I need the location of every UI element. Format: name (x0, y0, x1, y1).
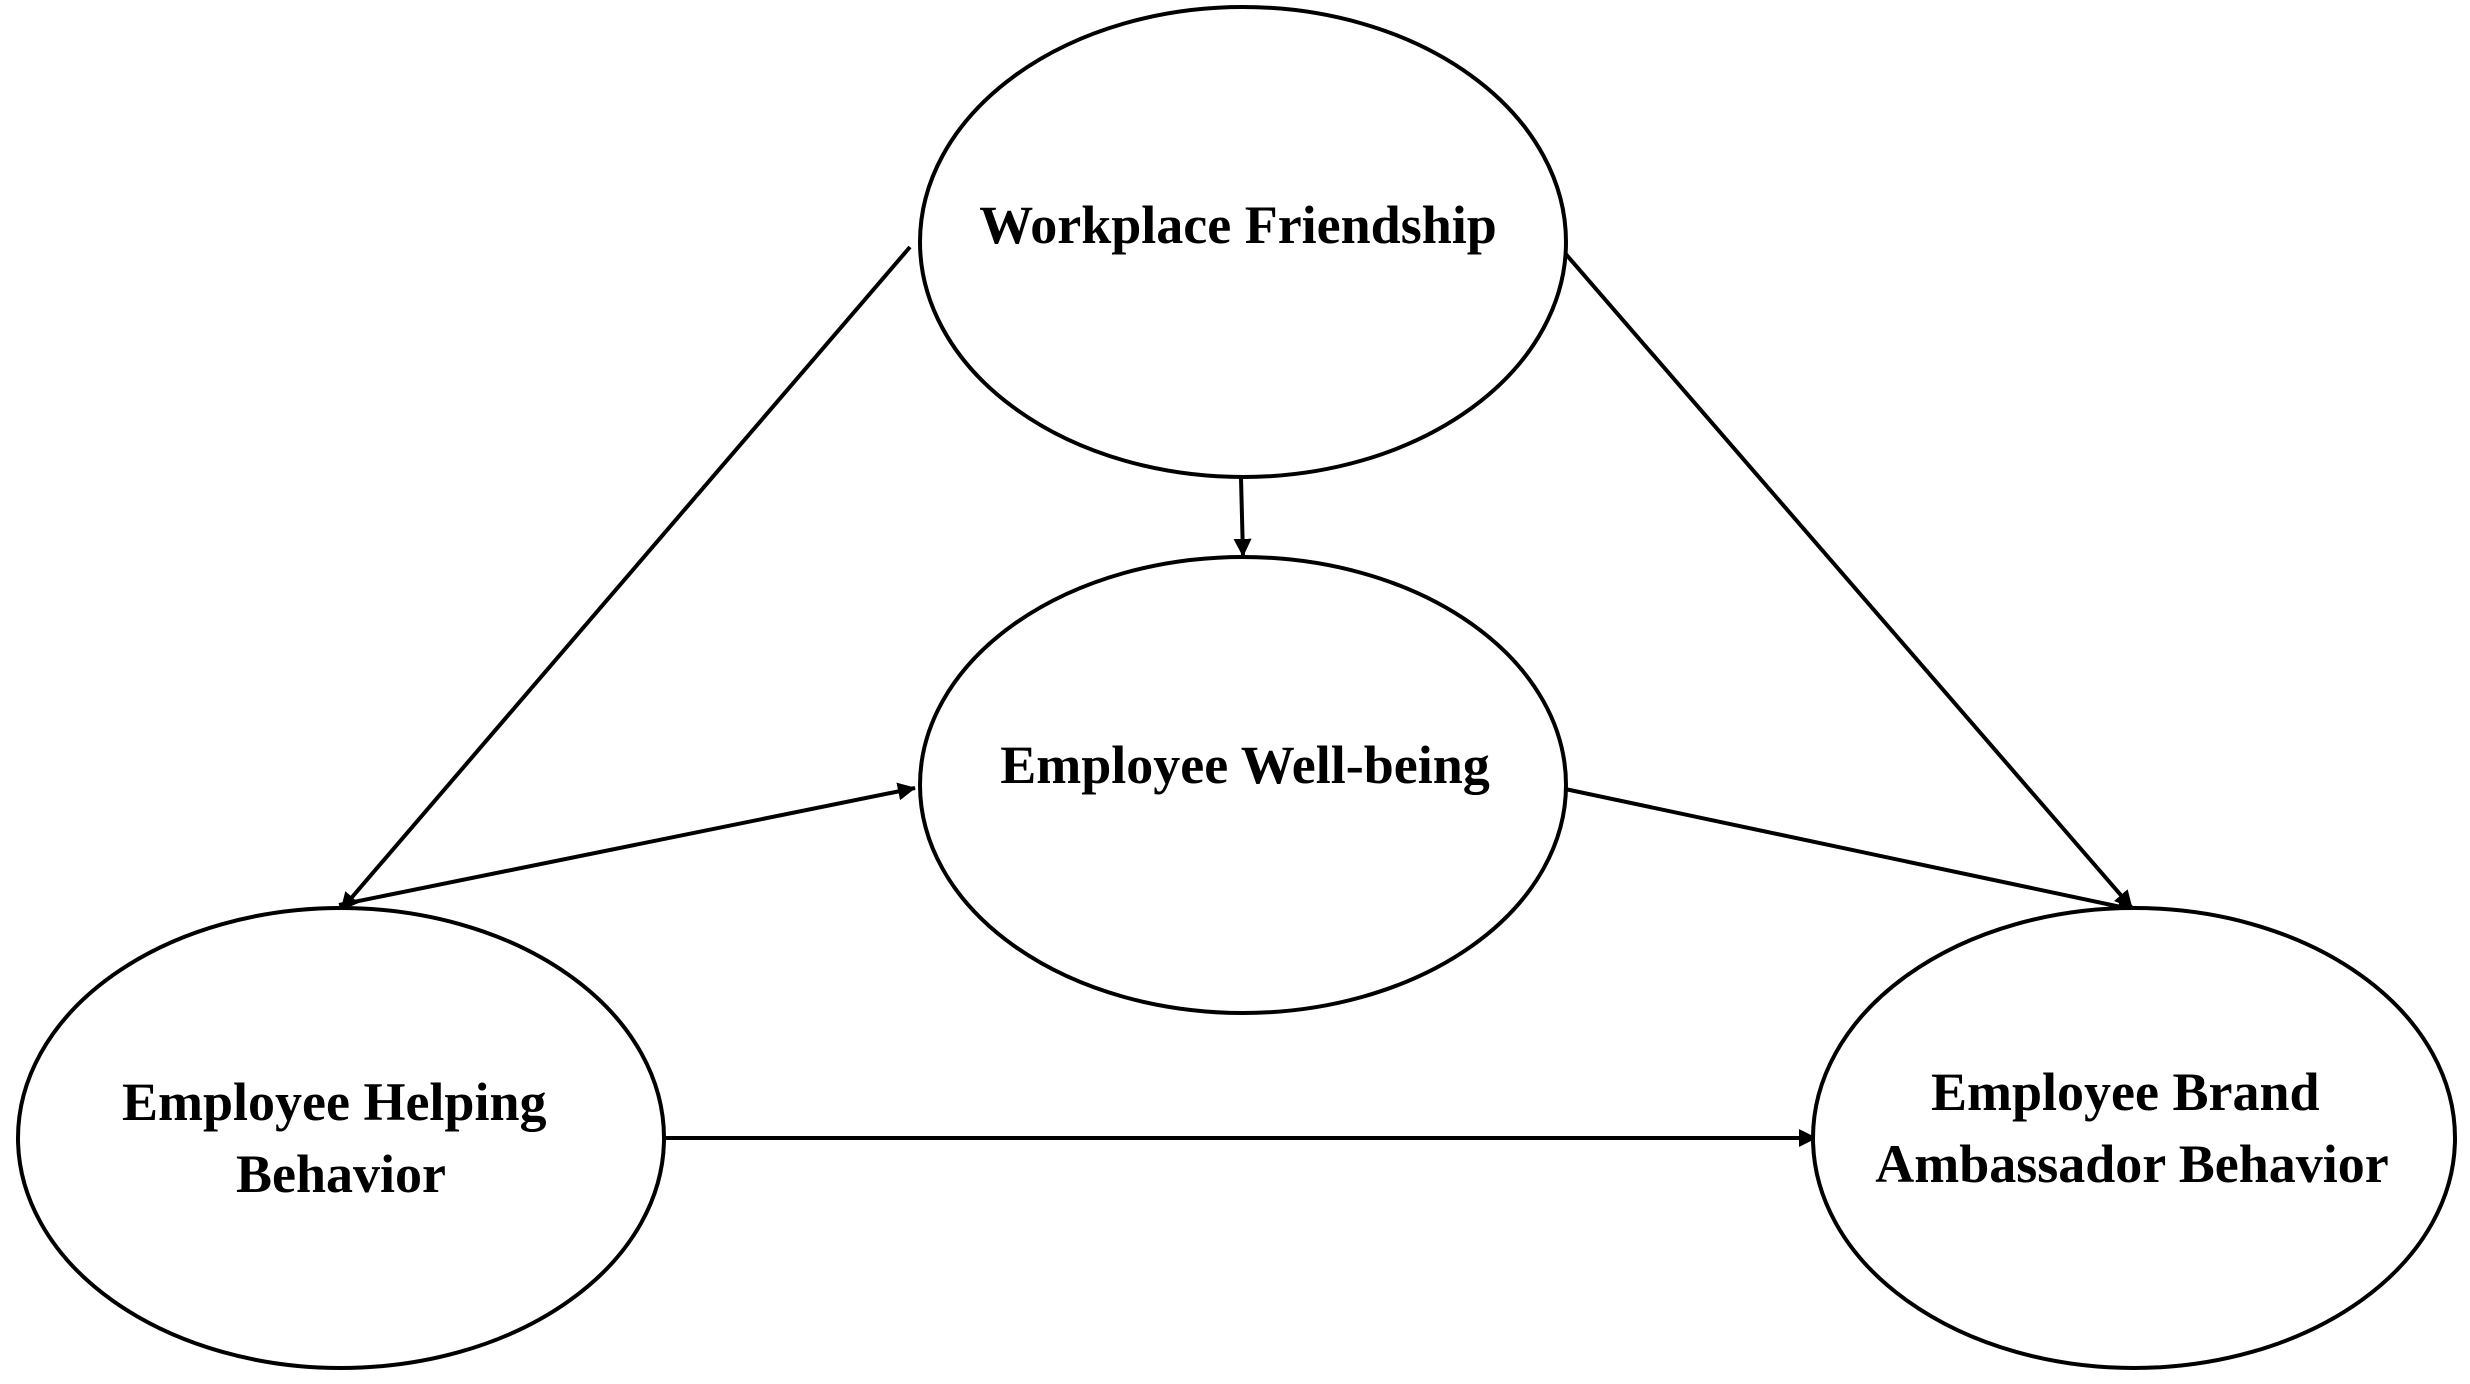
node-employee-brand-ambassador-behavior: Employee Brand Ambassador Behavior (1811, 906, 2457, 1370)
node-label-line: Ambassador Behavior (1875, 1134, 2389, 1194)
node-label-line: Employee Helping (122, 1072, 547, 1132)
node-label-line: Behavior (236, 1144, 446, 1204)
node-employee-well-being: Employee Well-being (918, 555, 1568, 1015)
svg-text:Workplace Friendship: Workplace Friendship (979, 195, 1497, 255)
edges (338, 245, 2136, 1147)
edge-wellbeing-to-brand-ambassador (1564, 787, 2136, 916)
edge-friendship-to-wellbeing (1233, 477, 1252, 557)
node-ellipse (1811, 906, 2457, 1370)
node-employee-helping-behavior: Employee Helping Behavior (16, 906, 666, 1370)
edge-friendship-to-brand-ambassador (1562, 250, 2134, 910)
node-label-line: Workplace Friendship (979, 195, 1497, 255)
edge-helping-to-wellbeing (338, 782, 916, 907)
node-label-line: Employee Brand (1931, 1062, 2320, 1122)
svg-text:Employee Brand Ambassado: Employee Brand Ambassador Behavior (1875, 1062, 2389, 1194)
node-ellipse (16, 906, 666, 1370)
svg-text:Employee Well-being: Employee Well-being (1000, 735, 1490, 795)
node-ellipse (918, 5, 1568, 479)
node-workplace-friendship: Workplace Friendship (918, 5, 1568, 479)
node-ellipse (918, 555, 1568, 1015)
edge-friendship-to-helping (339, 245, 912, 912)
svg-text:Employee Helping Behavio: Employee Helping Behavior (122, 1072, 560, 1204)
node-label-line: Employee Well-being (1000, 735, 1490, 795)
